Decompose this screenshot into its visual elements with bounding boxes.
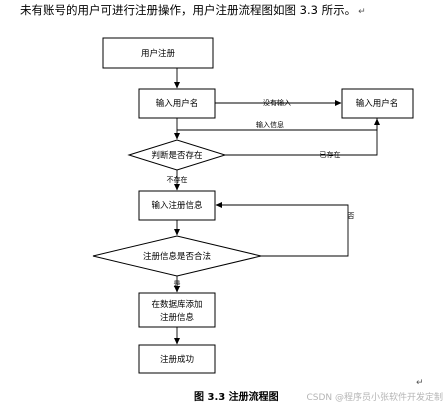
- node-input-register-info: 输入注册信息: [138, 190, 216, 221]
- edge-no-label: 否: [348, 212, 355, 220]
- node-input-register-info-label: 输入注册信息: [151, 200, 203, 211]
- node-user-register: 用户注册: [102, 37, 214, 69]
- paragraph-mark: ↵: [358, 7, 366, 17]
- edge-input-info-label: 输入信息: [256, 120, 284, 129]
- edge-invalid: [215, 202, 349, 257]
- node-db-add-label-line1: 在数据库添加: [151, 299, 202, 310]
- csdn-watermark: CSDN @程序员小张软件开发定制: [306, 393, 443, 403]
- edge-exists: [225, 118, 380, 156]
- edge-not-exists-label: 不存在: [167, 175, 188, 184]
- node-input-username-right: 输入用户名: [341, 88, 414, 119]
- node-input-username: 输入用户名: [138, 88, 216, 119]
- node-input-username-label: 输入用户名: [156, 98, 199, 109]
- caption-paragraph-mark: ↵: [416, 378, 424, 388]
- node-check-exists-label: 判断是否存在: [151, 150, 202, 161]
- intro-text: 未有账号的用户可进行注册操作，用户注册流程图如图 3.3 所示。: [20, 3, 357, 17]
- node-check-valid-label: 注册信息是否合法: [143, 251, 211, 262]
- figure-caption: 图 3.3 注册流程图: [194, 392, 279, 403]
- intro-paragraph: 未有账号的用户可进行注册操作，用户注册流程图如图 3.3 所示。↵: [20, 2, 440, 18]
- node-db-add-label-line2: 注册信息: [160, 312, 195, 323]
- edge-exists-label: 已存在: [320, 150, 341, 159]
- node-register-success: 注册成功: [138, 344, 216, 374]
- node-check-valid: 注册信息是否合法: [92, 235, 262, 277]
- edge-no-input-label: 没有输入: [263, 98, 291, 107]
- node-check-exists: 判断是否存在: [127, 139, 227, 171]
- node-register-success-label: 注册成功: [160, 354, 194, 365]
- node-input-username-right-label: 输入用户名: [356, 98, 399, 109]
- edge-yes-label: 是: [174, 280, 181, 288]
- node-user-register-label: 用户注册: [141, 48, 176, 59]
- node-db-add: 在数据库添加 注册信息: [138, 292, 216, 328]
